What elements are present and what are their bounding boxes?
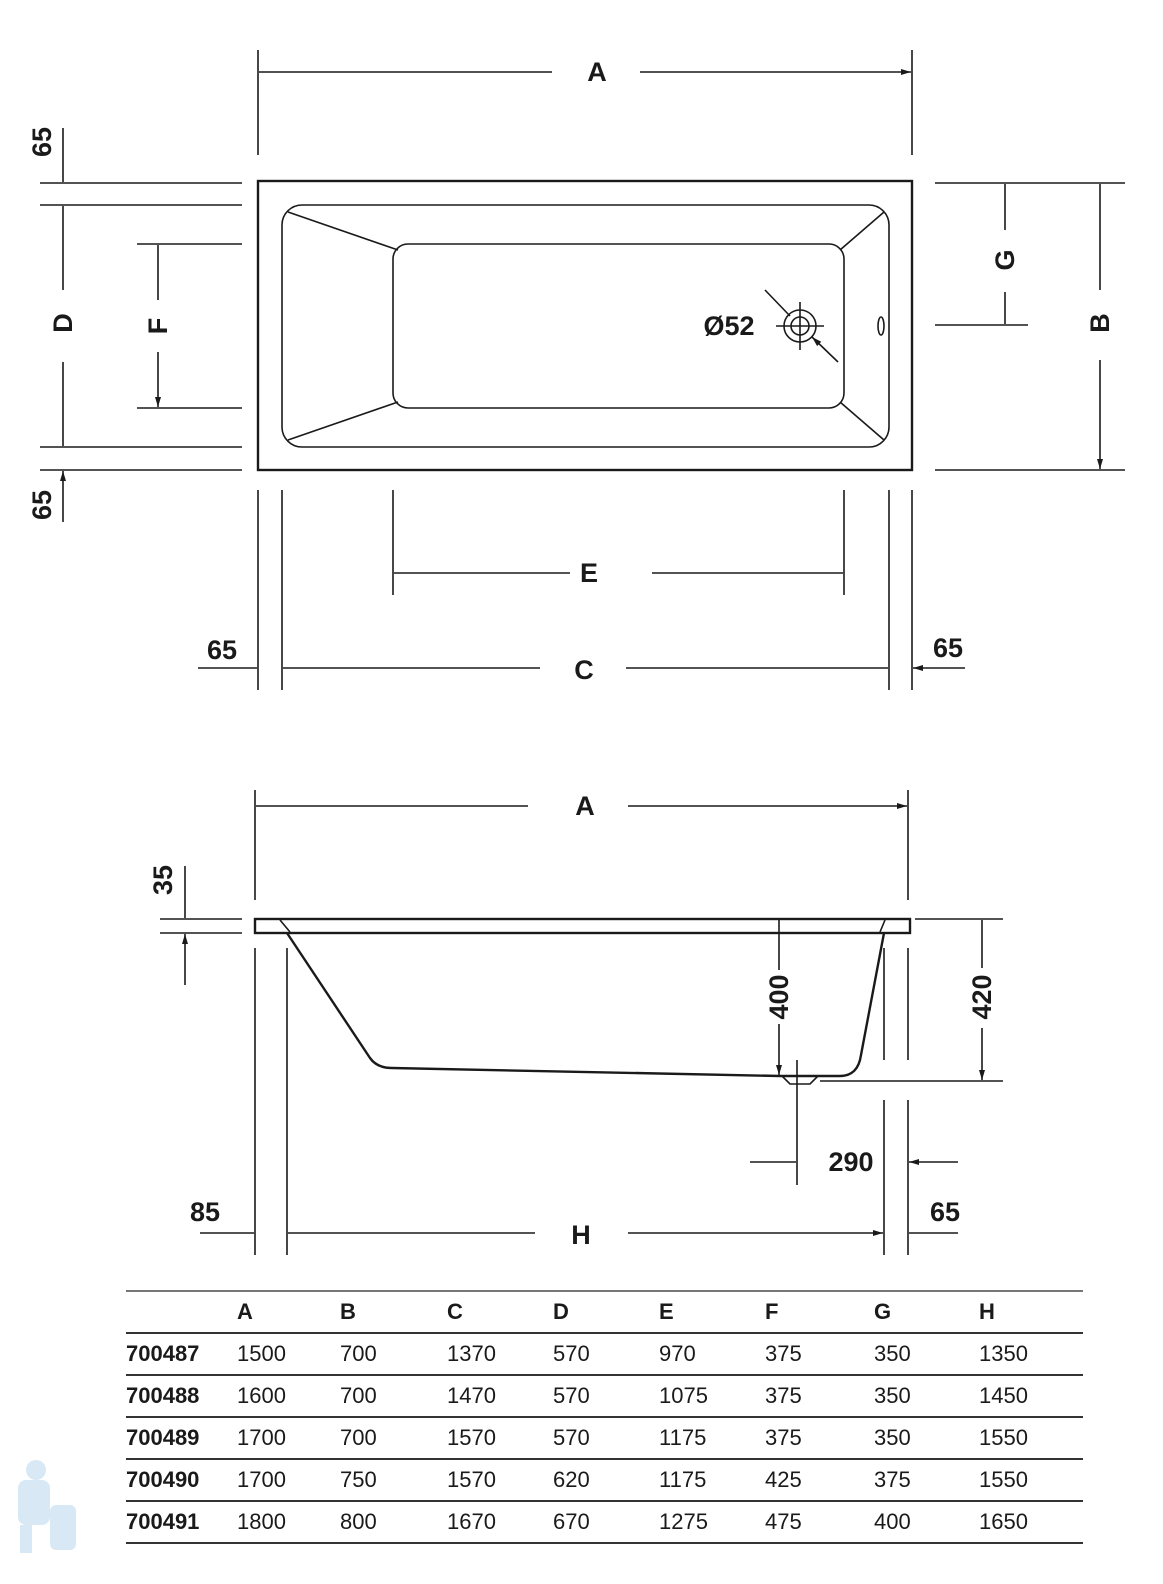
total-height-label: 420	[967, 974, 997, 1019]
dim-D-label: D	[48, 313, 78, 333]
dimension-cell: 570	[553, 1375, 659, 1418]
right-offset-label: 65	[930, 1197, 960, 1227]
dim-E-label: E	[580, 558, 598, 588]
dimension-cell: 1450	[979, 1375, 1083, 1418]
model-code-cell: 700488	[126, 1375, 237, 1418]
dimension-cell: 1700	[237, 1417, 340, 1460]
dimension-cell: 1075	[659, 1375, 765, 1418]
rim-left-label: 65	[207, 635, 237, 665]
dimension-cell: 1800	[237, 1501, 340, 1544]
inner-depth-label: 400	[764, 974, 794, 1019]
dimension-cell: 1175	[659, 1417, 765, 1460]
header-A: A	[237, 1291, 340, 1334]
dimension-cell: 1570	[447, 1417, 553, 1460]
model-code-cell: 700491	[126, 1501, 237, 1544]
dim-A-label: A	[587, 57, 607, 87]
dimension-cell: 350	[874, 1417, 979, 1460]
dim-B-label: B	[1085, 313, 1115, 333]
header-model	[126, 1291, 237, 1334]
dimension-cell: 1650	[979, 1501, 1083, 1544]
table-header-row: A B C D E F G H	[126, 1291, 1083, 1334]
dimension-cell: 425	[765, 1459, 874, 1502]
dimension-cell: 620	[553, 1459, 659, 1502]
model-code-cell: 700487	[126, 1333, 237, 1376]
dimension-cell: 350	[874, 1375, 979, 1418]
dimension-cell: 570	[553, 1333, 659, 1376]
side-view: A 35 400 420 290 85 65 H	[148, 790, 1003, 1255]
dimension-cell: 800	[340, 1501, 447, 1544]
dimension-cell: 1700	[237, 1459, 340, 1502]
dim-C-label: C	[574, 655, 594, 685]
dimension-cell: 1470	[447, 1375, 553, 1418]
dimension-cell: 1500	[237, 1333, 340, 1376]
overflow-icon	[877, 316, 885, 336]
dimension-cell: 1670	[447, 1501, 553, 1544]
dimension-cell: 1350	[979, 1333, 1083, 1376]
dim-H-label: H	[571, 1220, 591, 1250]
dimension-cell: 700	[340, 1375, 447, 1418]
dimension-cell: 970	[659, 1333, 765, 1376]
dimension-cell: 1370	[447, 1333, 553, 1376]
header-F: F	[765, 1291, 874, 1334]
header-E: E	[659, 1291, 765, 1334]
tub-inner-edge	[281, 204, 890, 448]
dimension-cell: 475	[765, 1501, 874, 1544]
dimension-cell: 750	[340, 1459, 447, 1502]
dimension-cell: 700	[340, 1333, 447, 1376]
tub-basin-floor	[392, 243, 845, 409]
drain-offset-label: 290	[828, 1147, 873, 1177]
dim-G-label: G	[990, 249, 1020, 270]
drain-outlet	[781, 1075, 819, 1085]
tub-outer-rim	[256, 179, 914, 472]
model-code-cell: 700490	[126, 1459, 237, 1502]
rim-top-label: 65	[27, 127, 57, 157]
dimension-cell: 700	[340, 1417, 447, 1460]
header-G: G	[874, 1291, 979, 1334]
dimension-cell: 1275	[659, 1501, 765, 1544]
top-view: Ø52 A 65 65 D F G B E C 65 65	[27, 50, 1125, 690]
drain-diameter-label: Ø52	[703, 311, 754, 341]
dimension-cell: 1175	[659, 1459, 765, 1502]
header-C: C	[447, 1291, 553, 1334]
tub-body-section	[286, 932, 886, 1078]
dimension-cell: 570	[553, 1417, 659, 1460]
header-B: B	[340, 1291, 447, 1334]
rim-thickness-label: 35	[148, 865, 178, 895]
model-code-cell: 700489	[126, 1417, 237, 1460]
dimension-cell: 375	[765, 1417, 874, 1460]
dimension-cell: 400	[874, 1501, 979, 1544]
header-D: D	[553, 1291, 659, 1334]
plumber-logo-icon	[18, 1460, 76, 1553]
dimension-cell: 670	[553, 1501, 659, 1544]
side-dim-A-label: A	[575, 791, 595, 821]
dimension-cell: 375	[765, 1333, 874, 1376]
dimension-cell: 375	[765, 1375, 874, 1418]
dimension-cell: 350	[874, 1333, 979, 1376]
dimension-cell: 375	[874, 1459, 979, 1502]
dimension-cell: 1570	[447, 1459, 553, 1502]
dimension-cell: 1550	[979, 1459, 1083, 1502]
rim-bottom-label: 65	[27, 490, 57, 520]
dimension-cell: 1550	[979, 1417, 1083, 1460]
rim-right-label: 65	[933, 633, 963, 663]
left-offset-label: 85	[190, 1197, 220, 1227]
dimension-cell: 1600	[237, 1375, 340, 1418]
dim-F-label: F	[143, 318, 173, 335]
drain-icon	[764, 289, 839, 363]
tub-rim-section	[253, 917, 912, 935]
header-H: H	[979, 1291, 1083, 1334]
